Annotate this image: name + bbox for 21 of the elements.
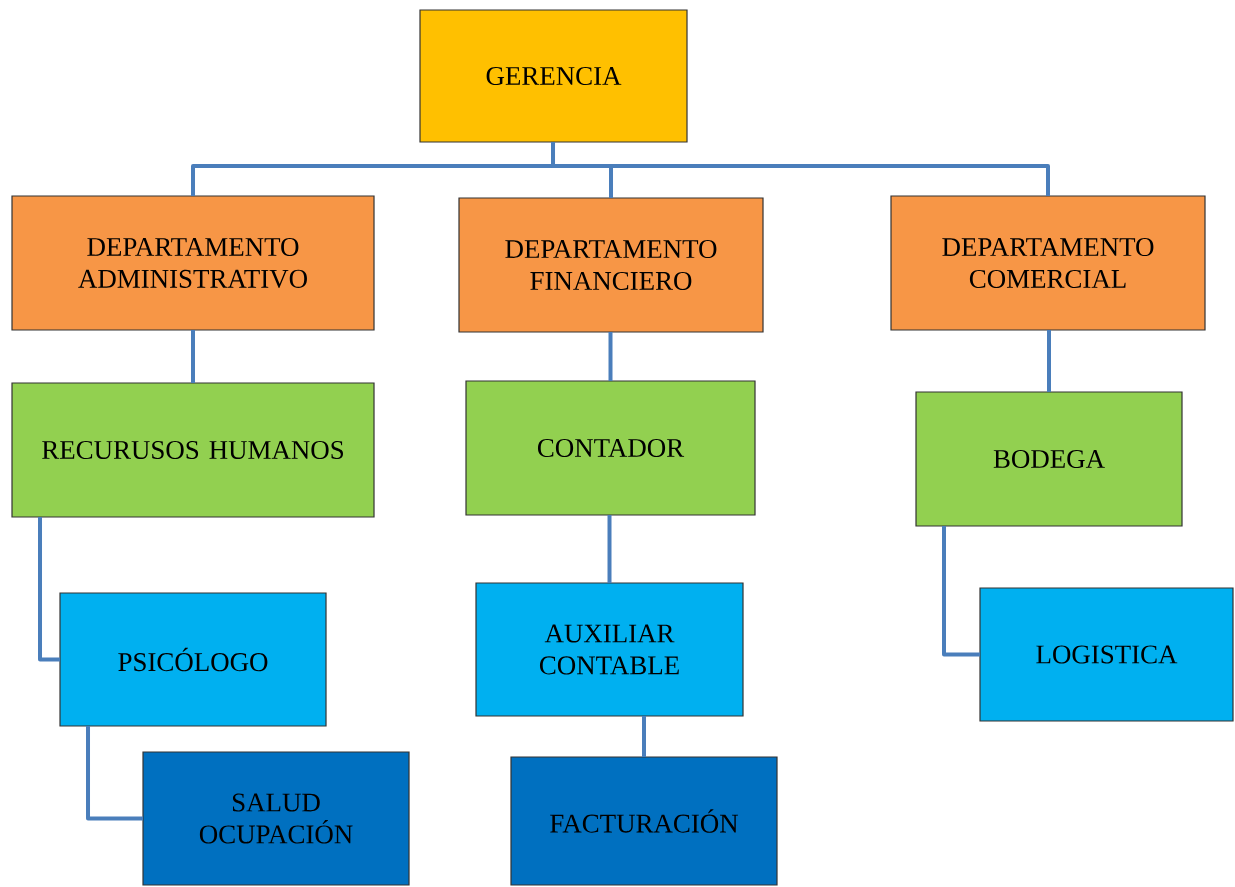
connector-line bbox=[942, 526, 980, 657]
org-box: DEPARTAMENTO FINANCIERO bbox=[458, 197, 764, 333]
connector-line bbox=[1047, 330, 1051, 392]
org-box: DEPARTAMENTO COMERCIAL bbox=[890, 195, 1206, 331]
org-box: FACTURACIÓN bbox=[510, 756, 778, 886]
connector-line bbox=[608, 332, 613, 381]
org-box: PSICÓLOGO bbox=[59, 592, 327, 727]
org-box: BODEGA bbox=[915, 391, 1183, 527]
connector-line bbox=[642, 716, 646, 757]
connector-line bbox=[551, 142, 1050, 196]
org-box: RECURUSOS HUMANOS bbox=[11, 382, 375, 518]
org-box: CONTADOR bbox=[465, 380, 756, 516]
org-box: DEPARTAMENTO ADMINISTRATIVO bbox=[11, 195, 375, 331]
connector-line bbox=[607, 515, 612, 583]
connector-line bbox=[191, 330, 195, 383]
connector-line bbox=[86, 726, 143, 821]
org-box: GERENCIA bbox=[419, 9, 688, 143]
org-box: AUXILIAR CONTABLE bbox=[475, 582, 744, 717]
connector-line bbox=[38, 517, 60, 662]
org-box: LOGISTICA bbox=[979, 587, 1234, 722]
org-box: SALUD OCUPACIÓN bbox=[142, 751, 410, 886]
